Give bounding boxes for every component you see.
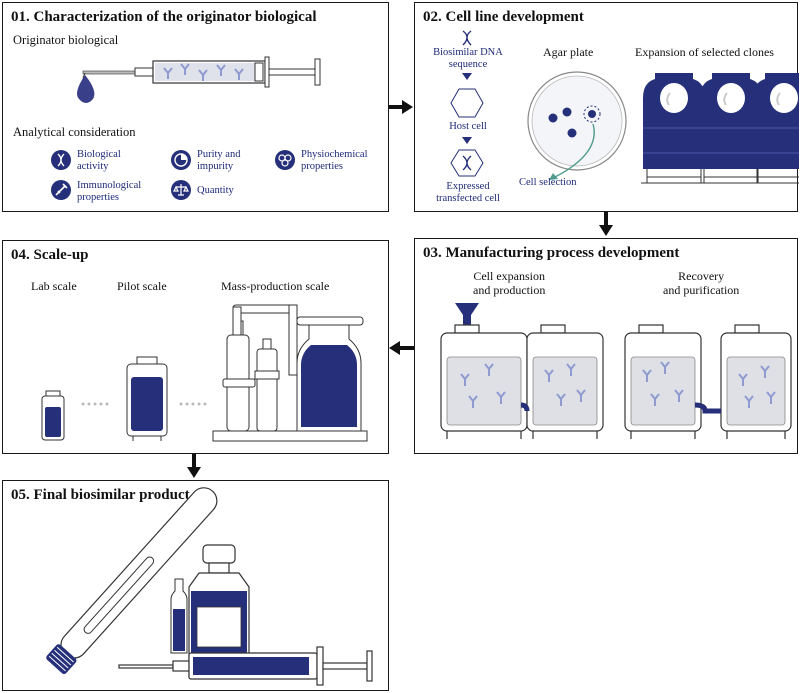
label-line: sequence [448,59,488,70]
item-biological-activity: Biological activity [77,149,121,173]
label-line: transfected cell [436,193,500,204]
molecule-icon [275,150,295,170]
panel-characterization: 01. Characterization of the originator b… [2,2,389,212]
scale-up-illustration [41,304,368,442]
balance-scale-icon [171,180,191,200]
item-line: Physiochemical [301,149,368,160]
panel-title: 04. Scale-up [11,247,89,263]
dna-sequence-label: Biosimilar DNA sequence [429,47,507,71]
item-line: Purity and [197,149,241,160]
label-line: and production [473,283,546,297]
item-physiochemical: Physiochemical properties [301,149,368,173]
expressed-cell-label: Expressed transfected cell [425,181,511,205]
originator-label: Originator biological [13,33,119,47]
item-purity: Purity and impurity [197,149,240,173]
agar-plate-label: Agar plate [543,45,594,59]
syringe-illustration [77,56,321,103]
label-line: Biosimilar DNA [433,47,503,58]
mass-production-label: Mass-production scale [221,279,330,293]
arrow-right-icon [389,100,413,114]
panel-scale-up: 04. Scale-up Lab scale Pilot scale Mass-… [2,240,389,454]
item-quantity: Quantity [197,185,234,197]
panel-title: 01. Characterization of the originator b… [11,9,317,25]
item-line: Biological [77,149,121,160]
panel-title: 02. Cell line development [423,9,584,25]
final-product-illustration [46,487,373,686]
item-line: impurity [197,161,234,172]
item-line: Quantity [197,185,234,196]
panel-title: 03. Manufacturing process development [423,245,680,261]
item-immunological: Immunological properties [77,180,141,204]
arrow-down-icon [187,454,201,478]
label-line: and purification [663,283,740,297]
cell-expansion-label: Cell expansion and production [473,269,545,297]
expansion-label: Expansion of selected clones [635,45,774,59]
item-line: properties [301,161,343,172]
arrow-left-icon [389,341,414,355]
panel-manufacturing: 03. Manufacturing process development Ce… [414,238,798,454]
cell-line-illustration [450,30,627,180]
cell-selection-label: Cell selection [519,177,577,188]
recovery-label: Recovery and purification [663,269,739,297]
label-line: Recovery [678,269,725,283]
label-line: Expressed [446,181,490,192]
item-line: Immunological [77,180,142,191]
label-line: Cell expansion [473,269,545,283]
syringe-icon [51,180,71,200]
item-line: properties [77,192,119,203]
panel-cell-line: 02. Cell line development [414,2,799,212]
manufacturing-vessels [440,303,792,439]
analytical-heading: Analytical consideration [13,125,136,139]
panel-title: 05. Final biosimilar product [11,487,190,503]
arrow-down-icon [599,212,613,236]
item-line: activity [77,161,109,172]
bioreactor-clones [641,73,799,184]
lab-scale-label: Lab scale [31,279,77,293]
dna-icon [51,150,71,170]
panel-final-product: 05. Final biosimilar product [2,480,389,691]
host-cell-label: Host cell [449,121,487,132]
pilot-scale-label: Pilot scale [117,279,167,293]
pie-chart-icon [171,150,191,170]
